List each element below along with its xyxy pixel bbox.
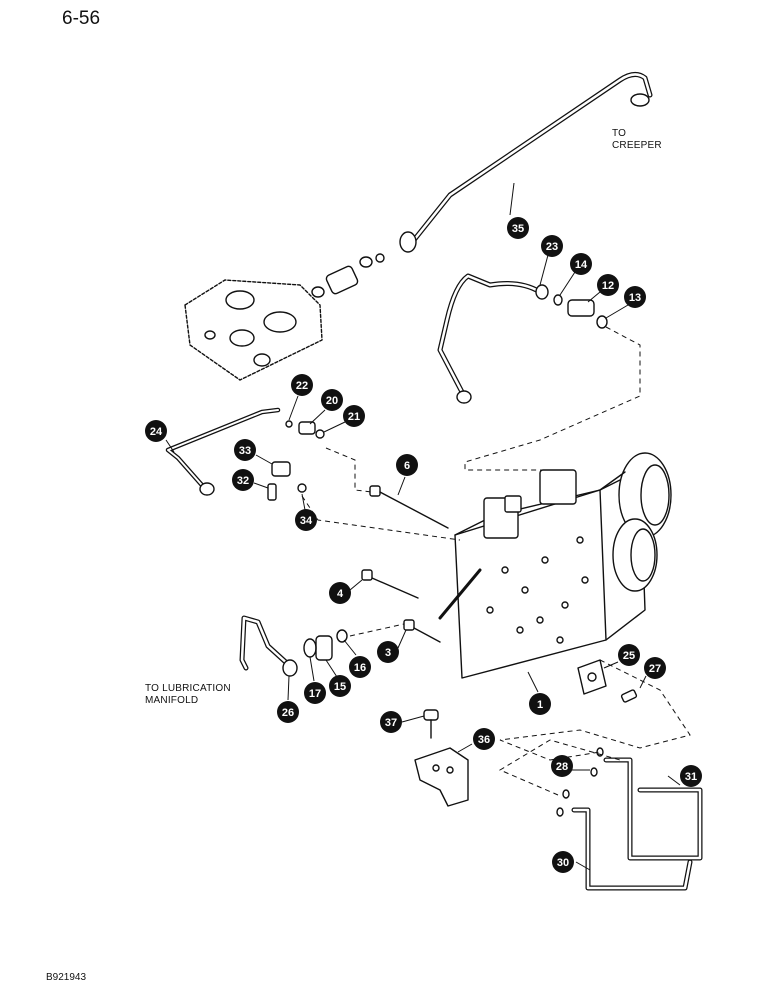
callout-32: 32: [232, 469, 269, 491]
callout-15: 15: [325, 659, 351, 697]
bolt-4: [361, 569, 419, 599]
callout-25: 25: [603, 644, 640, 669]
tube-31: [603, 757, 703, 861]
callout-20: 20: [309, 389, 343, 425]
svg-text:6: 6: [404, 460, 410, 472]
callout-30: 30: [552, 851, 591, 873]
svg-text:15: 15: [334, 681, 346, 693]
bracket-25: [577, 659, 607, 695]
tube-24: [165, 407, 281, 496]
note-line: CREEPER: [612, 140, 662, 151]
svg-text:33: 33: [239, 445, 251, 457]
callout-16: 16: [343, 639, 371, 678]
callout-26: 26: [277, 675, 299, 723]
svg-text:30: 30: [557, 857, 569, 869]
callout-31: 31: [667, 765, 702, 787]
callout-34: 34: [295, 493, 317, 531]
note-line: TO LUBRICATION: [145, 683, 231, 694]
figure-code: B921943: [46, 972, 87, 983]
callout-37: 37: [380, 711, 425, 733]
svg-text:26: 26: [282, 707, 294, 719]
fitting-assembly-20: [285, 420, 325, 439]
note-line: MANIFOLD: [145, 695, 199, 706]
valve-housing-block: [184, 279, 323, 381]
lubrication-tube: [239, 615, 298, 677]
svg-text:20: 20: [326, 395, 338, 407]
callout-28: 28: [551, 755, 590, 777]
svg-text:12: 12: [602, 280, 614, 292]
svg-text:1: 1: [537, 699, 543, 711]
svg-text:17: 17: [309, 688, 321, 700]
callout-24: 24: [145, 420, 175, 453]
callout-21: 21: [323, 405, 365, 433]
svg-text:13: 13: [629, 292, 641, 304]
callout-36: 36: [457, 728, 495, 753]
bolt-3: [403, 619, 441, 643]
bolt-6: [369, 485, 449, 529]
svg-text:36: 36: [478, 734, 490, 746]
screw-27: [620, 689, 638, 703]
callout-17: 17: [304, 656, 326, 704]
callout-14: 14: [559, 253, 592, 296]
svg-text:3: 3: [385, 647, 391, 659]
callout-23: 23: [539, 235, 563, 286]
svg-text:37: 37: [385, 717, 397, 729]
tube-30: [571, 807, 693, 891]
callouts: 35 23 14 12 13 22 20 21 24 33 32 34 6 4 …: [145, 182, 702, 873]
fitting-assembly-33: [267, 461, 307, 501]
pressure-tube: [437, 273, 549, 404]
callout-22: 22: [288, 374, 313, 421]
assembly-guide-lines: [301, 326, 691, 796]
svg-text:31: 31: [685, 771, 697, 783]
callout-12: 12: [587, 274, 619, 303]
bracket-36: [414, 747, 469, 807]
svg-text:23: 23: [546, 241, 558, 253]
svg-text:21: 21: [348, 411, 360, 423]
callout-35: 35: [507, 182, 529, 239]
page-number: 6-56: [62, 8, 101, 29]
note-to-lubrication-manifold: TO LUBRICATION MANIFOLD: [145, 683, 231, 707]
control-valve: [438, 469, 646, 679]
callout-13: 13: [605, 286, 646, 319]
note-line: TO: [612, 128, 627, 139]
callout-4: 4: [329, 579, 363, 604]
svg-text:14: 14: [575, 259, 588, 271]
coupler-fittings: [311, 253, 385, 298]
fitting-assembly-12: [553, 294, 608, 329]
callout-27: 27: [639, 657, 666, 689]
svg-text:28: 28: [556, 761, 568, 773]
creeper-tube: [399, 72, 653, 253]
svg-text:16: 16: [354, 662, 366, 674]
callout-6: 6: [396, 454, 418, 496]
svg-text:34: 34: [300, 515, 313, 527]
svg-text:25: 25: [623, 650, 635, 662]
note-to-creeper: TO CREEPER: [612, 128, 662, 152]
svg-text:24: 24: [150, 426, 163, 438]
svg-text:22: 22: [296, 380, 308, 392]
svg-text:32: 32: [237, 475, 249, 487]
callout-33: 33: [234, 439, 273, 465]
accumulator-lower: [612, 518, 658, 592]
callout-1: 1: [527, 671, 551, 715]
bolt-37: [423, 709, 439, 739]
svg-text:27: 27: [649, 663, 661, 675]
svg-text:4: 4: [337, 588, 344, 600]
fitting-assembly-15: [303, 629, 348, 661]
callout-3: 3: [377, 629, 407, 663]
callout-label: 35: [512, 223, 524, 235]
